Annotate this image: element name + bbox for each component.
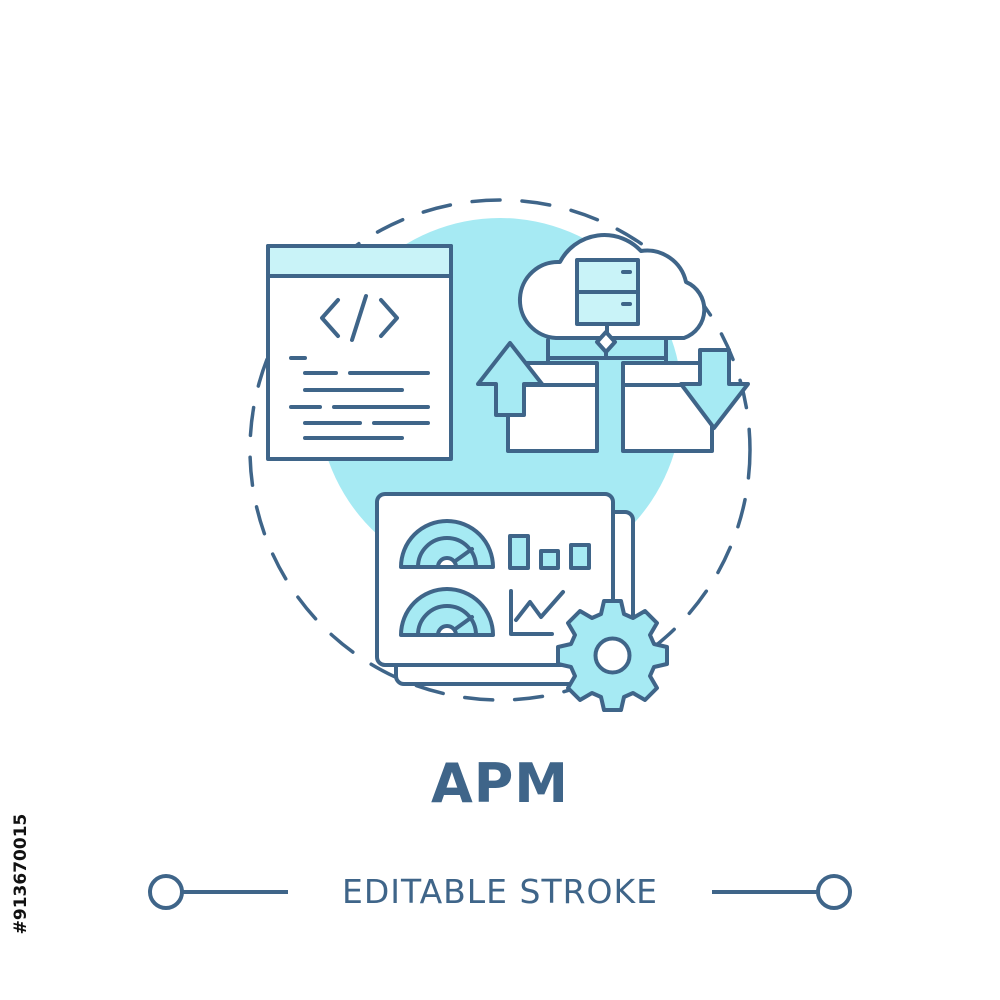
dashboard-icon <box>375 492 635 686</box>
stock-id-text: #913670015 <box>11 813 31 935</box>
code-window-icon <box>266 244 453 461</box>
page-title: APM <box>430 752 570 815</box>
dashed-ring <box>248 198 752 702</box>
stock-id-label: #913670015 <box>3 768 39 980</box>
subtitle-connector-lines <box>148 874 852 910</box>
subtitle: EDITABLE STROKE <box>341 872 659 911</box>
right-endpoint-icon <box>816 874 852 910</box>
gear-icon <box>556 599 669 712</box>
subtitle-row: EDITABLE STROKE <box>146 870 854 914</box>
cloud-server-icon <box>476 233 750 453</box>
